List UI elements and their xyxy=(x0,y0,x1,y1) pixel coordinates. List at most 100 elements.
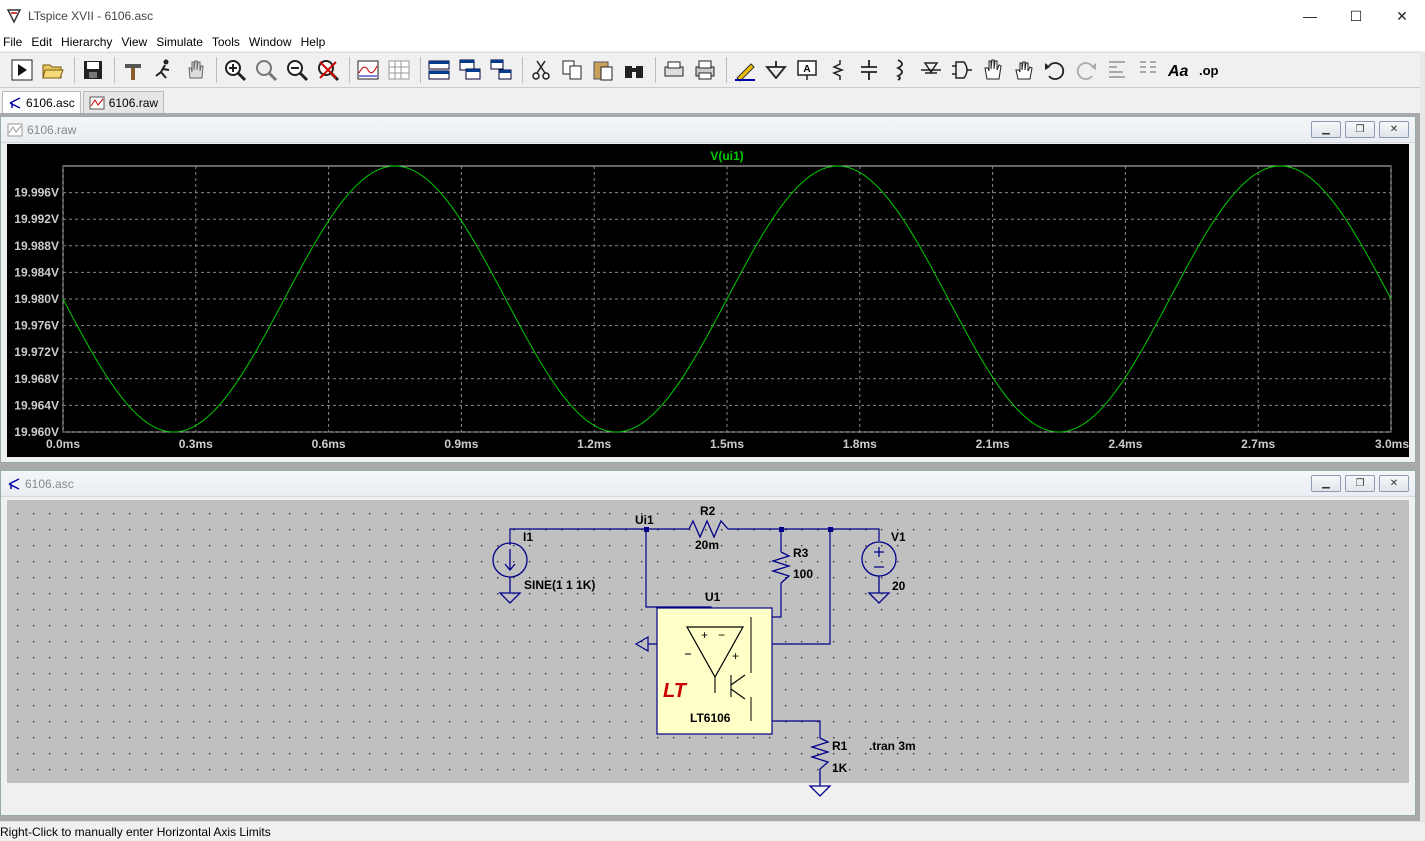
resistor-r1[interactable] xyxy=(809,737,831,786)
cut-icon[interactable] xyxy=(527,56,555,84)
y-tick-label: 19.968V xyxy=(14,372,59,386)
drag-icon[interactable] xyxy=(1010,56,1038,84)
menu-edit[interactable]: Edit xyxy=(31,34,53,49)
ground-icon[interactable] xyxy=(762,56,790,84)
schematic-minimize-button[interactable]: ▁ xyxy=(1311,475,1341,492)
move-icon[interactable] xyxy=(979,56,1007,84)
r2-value[interactable]: 20m xyxy=(695,538,719,552)
x-tick-label: 1.2ms xyxy=(577,437,611,451)
capacitor-icon[interactable] xyxy=(855,56,883,84)
save-icon[interactable] xyxy=(79,56,107,84)
r1-value[interactable]: 1K xyxy=(832,761,848,775)
u1-name[interactable]: U1 xyxy=(705,590,721,604)
draw-wire-icon[interactable] xyxy=(731,56,759,84)
net-label-ui1[interactable]: Ui1 xyxy=(635,513,654,527)
spice-directive-icon[interactable]: .op xyxy=(1196,56,1224,84)
schematic-window-title: 6106.asc xyxy=(25,476,74,491)
menu-help[interactable]: Help xyxy=(300,34,326,49)
vertical-scrollbar[interactable] xyxy=(1420,52,1425,821)
x-tick-label: 3.0ms xyxy=(1375,437,1409,451)
spice-directive[interactable]: .tran 3m xyxy=(869,739,916,753)
zoom-out-icon[interactable] xyxy=(283,56,311,84)
i1-value[interactable]: SINE(1 1 1K) xyxy=(524,578,595,592)
print-preview-icon[interactable] xyxy=(660,56,688,84)
diode-icon[interactable] xyxy=(917,56,945,84)
x-tick-label: 2.7ms xyxy=(1241,437,1275,451)
close-button[interactable]: ✕ xyxy=(1396,7,1408,24)
junction-dot xyxy=(779,527,784,532)
schematic-restore-button[interactable]: ❐ xyxy=(1345,475,1375,492)
i1-name[interactable]: I1 xyxy=(523,530,533,544)
ltspice-app-icon xyxy=(6,9,22,24)
y-tick-label: 19.976V xyxy=(14,319,59,333)
tile-horizontal-icon[interactable] xyxy=(425,56,453,84)
tab-schematic[interactable]: 6106.asc xyxy=(2,91,81,113)
copy-icon[interactable] xyxy=(558,56,586,84)
pan-hand-icon[interactable] xyxy=(181,56,209,84)
ic-lt6106[interactable]: + − + LT xyxy=(634,607,773,735)
menu-file[interactable]: File xyxy=(3,34,23,49)
tile-windows-icon[interactable] xyxy=(487,56,515,84)
plot-close-button[interactable]: ✕ xyxy=(1379,121,1409,138)
trace-v-ui1[interactable] xyxy=(62,165,1392,433)
ground-icon xyxy=(867,592,891,604)
rotate-icon[interactable] xyxy=(1103,56,1131,84)
resistor-r2[interactable] xyxy=(688,519,729,539)
y-tick-label: 19.980V xyxy=(14,292,59,306)
component-icon[interactable] xyxy=(948,56,976,84)
resistor-icon[interactable] xyxy=(824,56,852,84)
open-icon[interactable] xyxy=(39,56,67,84)
menu-tools[interactable]: Tools xyxy=(211,34,240,49)
v1-name[interactable]: V1 xyxy=(891,530,906,544)
autorange-icon[interactable] xyxy=(354,56,382,84)
inductor-icon[interactable] xyxy=(886,56,914,84)
resistor-r3[interactable] xyxy=(770,551,792,584)
trace-label[interactable]: V(ui1) xyxy=(710,149,743,163)
v1-value[interactable]: 20 xyxy=(892,579,906,593)
menu-simulate[interactable]: Simulate xyxy=(156,34,203,49)
cascade-icon[interactable] xyxy=(456,56,484,84)
find-icon[interactable] xyxy=(620,56,648,84)
r2-name[interactable]: R2 xyxy=(700,504,716,518)
zoom-area-icon[interactable] xyxy=(252,56,280,84)
r1-name[interactable]: R1 xyxy=(832,739,848,753)
paste-icon[interactable] xyxy=(589,56,617,84)
plot-restore-button[interactable]: ❐ xyxy=(1345,121,1375,138)
svg-text:.op: .op xyxy=(1199,63,1219,78)
schematic-window-titlebar[interactable]: 6106.asc ▁ ❐ ✕ xyxy=(1,471,1415,497)
menu-window[interactable]: Window xyxy=(248,34,292,49)
svg-text:−: − xyxy=(718,628,725,642)
current-source-i1[interactable] xyxy=(492,542,528,604)
redo-icon[interactable] xyxy=(1072,56,1100,84)
plot-minimize-button[interactable]: ▁ xyxy=(1311,121,1341,138)
text-icon[interactable]: Aa xyxy=(1165,56,1193,84)
zoom-cancel-icon[interactable] xyxy=(314,56,342,84)
x-tick-label: 0.0ms xyxy=(46,437,80,451)
label-net-icon[interactable]: A xyxy=(793,56,821,84)
menu-view[interactable]: View xyxy=(121,34,148,49)
maximize-button[interactable]: ☐ xyxy=(1349,7,1363,24)
minimize-button[interactable]: — xyxy=(1303,8,1317,24)
menu-hierarchy[interactable]: Hierarchy xyxy=(61,34,113,49)
u1-part[interactable]: LT6106 xyxy=(690,711,731,725)
plot-window-titlebar[interactable]: 6106.raw ▁ ❐ ✕ xyxy=(1,117,1415,143)
print-icon[interactable] xyxy=(691,56,719,84)
waveform-plot[interactable]: 19.996V19.992V19.988V19.984V19.980V19.97… xyxy=(1,143,1415,461)
x-tick-label: 2.1ms xyxy=(976,437,1010,451)
schematic-canvas[interactable]: I1 SINE(1 1 1K) Ui1 R2 20m R3 100 V1 20 … xyxy=(1,497,1415,815)
zoom-in-icon[interactable] xyxy=(221,56,249,84)
y-tick-label: 19.960V xyxy=(14,425,59,439)
run-icon[interactable] xyxy=(8,56,36,84)
r3-name[interactable]: R3 xyxy=(793,546,809,560)
undo-icon[interactable] xyxy=(1041,56,1069,84)
grid-icon[interactable] xyxy=(385,56,413,84)
schematic-close-button[interactable]: ✕ xyxy=(1379,475,1409,492)
schematic-icon xyxy=(8,477,20,490)
run-man-icon[interactable] xyxy=(150,56,178,84)
tab-waveform[interactable]: 6106.raw xyxy=(82,91,165,113)
mirror-icon[interactable] xyxy=(1134,56,1162,84)
settings-hammer-icon[interactable] xyxy=(119,56,147,84)
voltage-source-v1[interactable] xyxy=(861,541,897,604)
r3-value[interactable]: 100 xyxy=(793,567,813,581)
